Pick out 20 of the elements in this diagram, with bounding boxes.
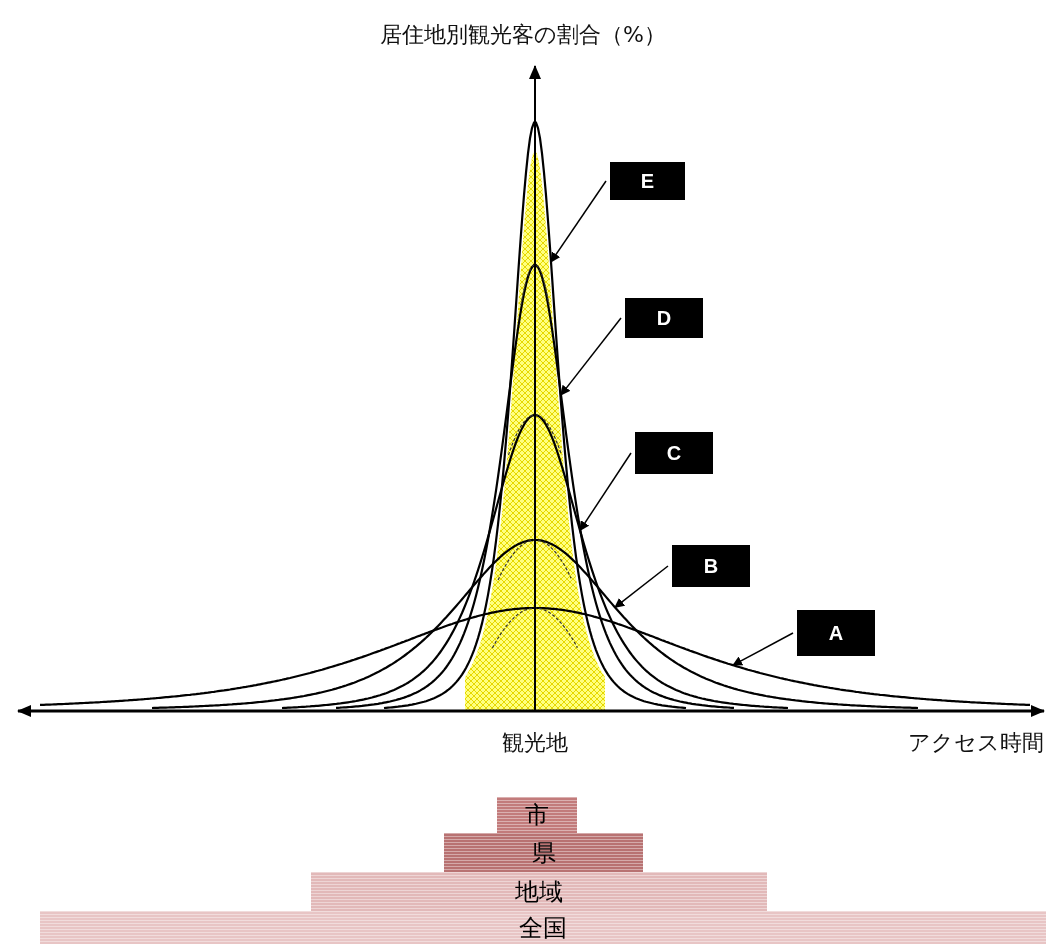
level-band: 全国	[40, 911, 1046, 944]
label-tag: B	[672, 545, 750, 587]
leader-arrow	[579, 452, 632, 532]
distribution-curve	[383, 121, 687, 710]
leader-arrow	[550, 180, 607, 263]
axis-label: アクセス時間	[908, 729, 1044, 757]
distribution-curve	[39, 606, 1031, 706]
leader-arrow	[614, 565, 669, 609]
label-tag: C	[635, 432, 713, 474]
level-band: 市	[497, 797, 577, 833]
level-band: 地域	[311, 872, 767, 911]
distribution-curve	[281, 414, 789, 710]
leader-arrow	[560, 317, 622, 396]
label-tag: A	[797, 610, 875, 656]
axis-title: 居住地別観光客の割合（%）	[380, 21, 666, 49]
distribution-curve	[151, 538, 919, 710]
leader-arrow	[732, 632, 794, 666]
level-band: 県	[444, 833, 643, 872]
axis-label: 観光地	[502, 729, 568, 757]
distribution-curve	[335, 264, 735, 709]
